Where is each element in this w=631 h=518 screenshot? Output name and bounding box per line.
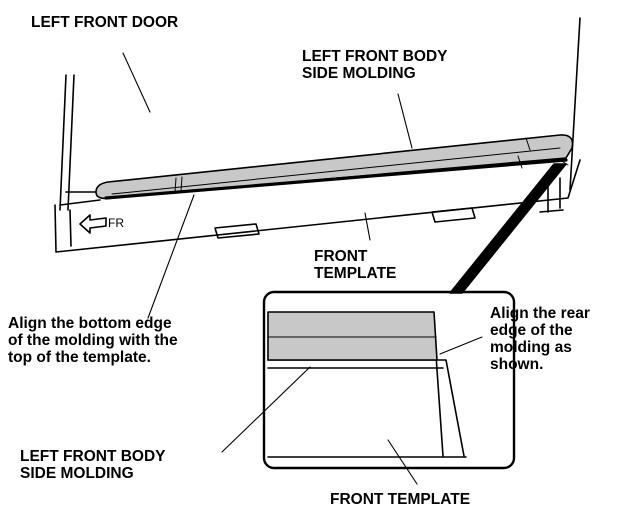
front-template-label-mid: FRONT TEMPLATE — [314, 248, 397, 282]
align-rear-edge-note: Align the rear edge of the molding as sh… — [490, 305, 590, 373]
left-front-door-label: LEFT FRONT DOOR — [31, 14, 179, 31]
molding-label-top: LEFT FRONT BODY SIDE MOLDING — [302, 48, 448, 82]
leader-lines — [122, 52, 483, 485]
align-bottom-edge-note: Align the bottom edge of the molding wit… — [8, 315, 178, 366]
callout-wedge — [449, 163, 567, 294]
molding-label-bottom: LEFT FRONT BODY SIDE MOLDING — [20, 448, 166, 482]
fr-arrow-icon — [79, 214, 107, 234]
door-outline — [59, 17, 581, 211]
zoom-inset — [262, 290, 516, 470]
body-side-molding — [95, 134, 574, 200]
front-template-strip — [54, 159, 581, 253]
fr-label: FR — [108, 216, 124, 230]
front-template-label-bottom: FRONT TEMPLATE — [330, 491, 471, 508]
